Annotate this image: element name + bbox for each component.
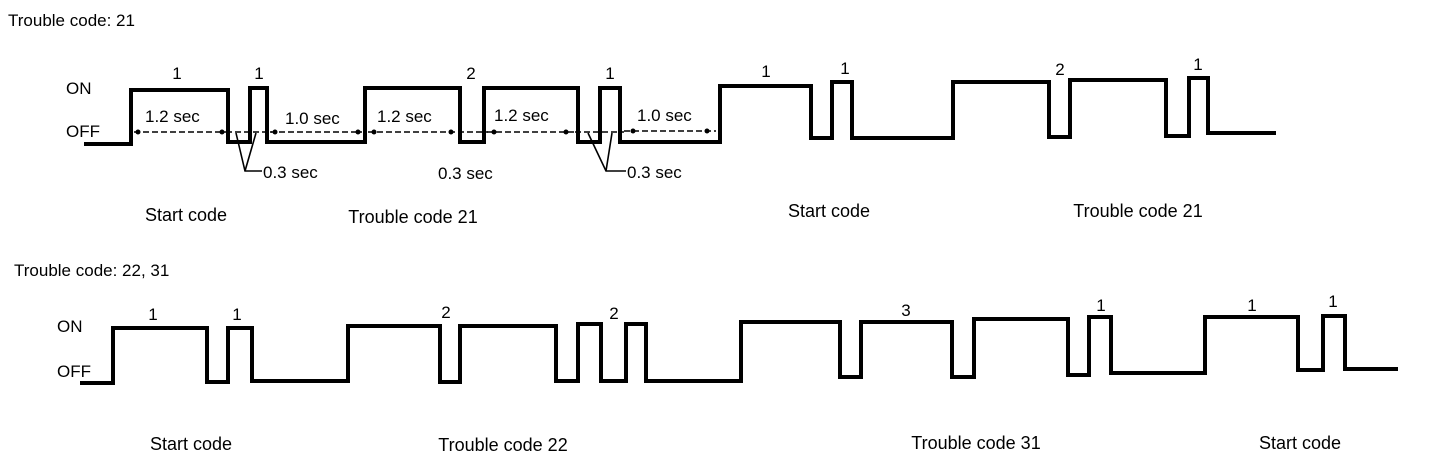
pulse-count: 2 xyxy=(609,304,618,323)
pulse-count: 1 xyxy=(1328,292,1337,311)
group-label-start-code: Start code xyxy=(788,201,870,221)
arrow-dot xyxy=(371,129,377,135)
pulse-count: 1 xyxy=(1096,296,1105,315)
group-label-start-code: Start code xyxy=(1259,433,1341,453)
diagram-1-waveform xyxy=(84,76,1276,146)
duration-label: 0.3 sec xyxy=(263,163,318,182)
arrow-dot xyxy=(272,129,278,135)
arrow-dot xyxy=(135,129,141,135)
diagram-1-off-label: OFF xyxy=(66,122,100,141)
pulse-count: 3 xyxy=(901,301,910,320)
group-label-start-code: Start code xyxy=(150,434,232,454)
pulse-count: 1 xyxy=(172,64,181,83)
leader-line-0-3sec-c2 xyxy=(605,132,613,172)
pulse-count: 1 xyxy=(254,64,263,83)
diagram-2-on-label: ON xyxy=(57,317,83,336)
diagram-1-title: Trouble code: 21 xyxy=(8,11,135,30)
pulse-count: 1 xyxy=(148,305,157,324)
arrow-dot xyxy=(563,129,569,135)
pulse-count: 1 xyxy=(1193,55,1202,74)
pulse-count: 1 xyxy=(232,305,241,324)
pulse-count: 2 xyxy=(441,303,450,322)
duration-label: 1.0 sec xyxy=(285,109,340,128)
arrow-dot xyxy=(491,129,497,135)
arrow-dot xyxy=(630,128,636,134)
group-label-start-code: Start code xyxy=(145,205,227,225)
diagram-1-on-label: ON xyxy=(66,79,92,98)
diagram-2-title: Trouble code: 22, 31 xyxy=(14,261,169,280)
pulse-count: 1 xyxy=(840,59,849,78)
group-label-trouble-code: Trouble code 21 xyxy=(1073,201,1202,221)
arrow-dot xyxy=(355,129,361,135)
group-label-trouble-code: Trouble code 21 xyxy=(348,207,477,227)
pulse-count: 1 xyxy=(1247,296,1256,315)
arrow-dot xyxy=(704,128,710,134)
leader-line-0-3sec-a2 xyxy=(244,132,257,172)
diagram-1-dimension-lines xyxy=(134,128,716,135)
group-label-trouble-code: Trouble code 31 xyxy=(911,433,1040,453)
pulse-count: 1 xyxy=(761,62,770,81)
arrow-dot xyxy=(448,129,454,135)
pulse-count: 2 xyxy=(466,64,475,83)
duration-label: 1.0 sec xyxy=(637,106,692,125)
pulse-count: 1 xyxy=(605,64,614,83)
duration-label: 0.3 sec xyxy=(438,164,493,183)
diagram-2-waveform xyxy=(80,314,1398,385)
duration-label: 1.2 sec xyxy=(377,107,432,126)
pulse-count: 2 xyxy=(1055,60,1064,79)
group-label-trouble-code: Trouble code 22 xyxy=(438,435,567,455)
duration-label: 1.2 sec xyxy=(145,107,200,126)
arrow-dot xyxy=(219,129,225,135)
diagram-2-off-label: OFF xyxy=(57,362,91,381)
duration-label: 1.2 sec xyxy=(494,106,549,125)
duration-label: 0.3 sec xyxy=(627,163,682,182)
